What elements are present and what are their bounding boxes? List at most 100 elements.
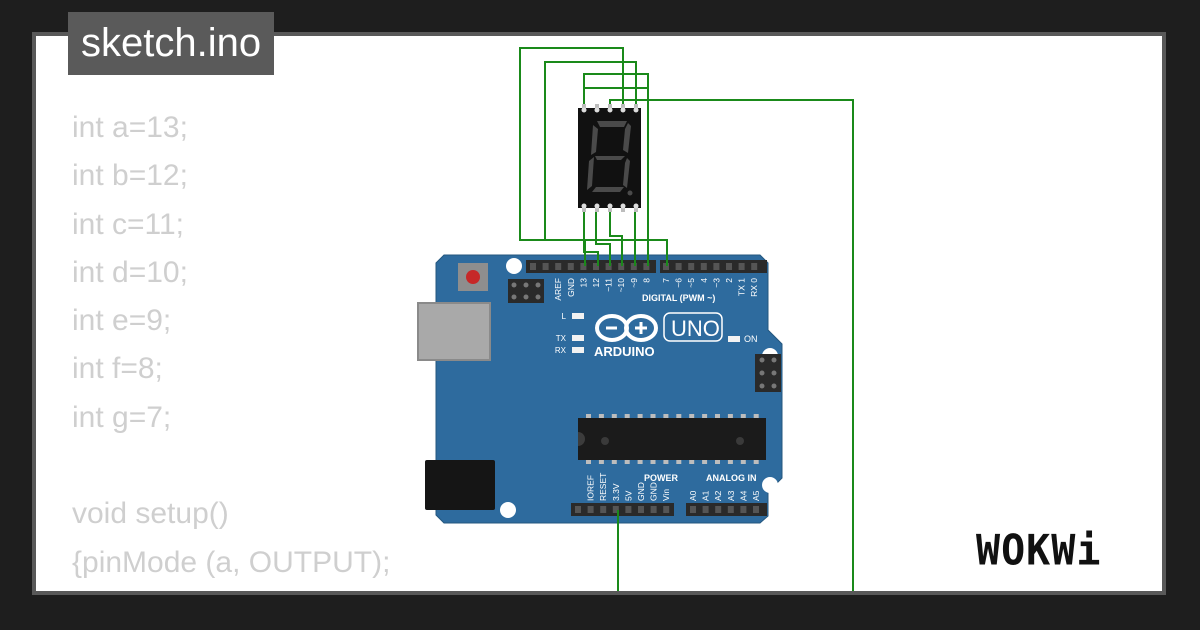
header-pin[interactable] <box>542 263 549 270</box>
segment-b <box>623 123 631 153</box>
code-line: int e=9; <box>72 304 172 338</box>
header-pin[interactable] <box>612 506 619 513</box>
header-pin[interactable] <box>600 506 607 513</box>
header-pin[interactable] <box>727 506 734 513</box>
code-line: int d=10; <box>72 255 188 289</box>
led-tx: TX <box>556 334 584 343</box>
mounting-hole <box>500 502 516 518</box>
pin-label: ~9 <box>629 278 639 288</box>
header-pin[interactable] <box>530 263 536 270</box>
code-line: {pinMode (a, OUTPUT); <box>72 545 391 579</box>
pin-label: 7 <box>661 278 671 283</box>
header-pin[interactable] <box>715 506 722 513</box>
header-pin[interactable] <box>650 506 657 513</box>
header-pin[interactable] <box>738 263 745 270</box>
pin-label: 5V <box>623 490 633 501</box>
segment-a <box>597 121 627 127</box>
header-pin[interactable] <box>675 263 682 270</box>
pin-label: 13 <box>578 278 588 288</box>
digital-header-label: DIGITAL (PWM ~) <box>642 293 715 303</box>
wire-c <box>595 208 611 266</box>
pin-label: GND <box>566 278 576 297</box>
analog-label: ANALOG IN <box>706 473 757 483</box>
header-pin[interactable] <box>567 263 574 270</box>
svg-text:ON: ON <box>744 334 758 344</box>
pin-label: ~10 <box>616 278 626 293</box>
code-line: int b=12; <box>72 159 188 193</box>
header-pin[interactable] <box>587 506 594 513</box>
header-pin[interactable] <box>618 263 625 270</box>
header-pin[interactable] <box>625 506 632 513</box>
power-analog-header[interactable] <box>571 503 767 516</box>
power-label: POWER <box>644 473 679 483</box>
icsp-header-right <box>755 354 781 392</box>
pin-label: A1 <box>701 490 711 501</box>
header-pin[interactable] <box>663 263 669 270</box>
power-jack <box>425 460 495 510</box>
pin-label: ~3 <box>711 278 721 288</box>
seven-segment-display[interactable] <box>578 104 641 212</box>
header-pin[interactable] <box>593 263 599 270</box>
led-rx: RX <box>555 346 584 355</box>
header-pin[interactable] <box>713 263 720 270</box>
pin-label: A0 <box>688 490 698 501</box>
header-pin[interactable] <box>690 506 696 513</box>
header-pin[interactable] <box>753 506 759 513</box>
header-pin[interactable] <box>702 506 709 513</box>
header-pin[interactable] <box>726 263 732 270</box>
header-pin[interactable] <box>555 263 562 270</box>
code-line: int f=8; <box>72 352 163 386</box>
code-line: void setup() <box>72 497 229 531</box>
pin-label: A2 <box>713 490 723 501</box>
mounting-hole <box>506 258 522 274</box>
segment-e <box>587 157 594 190</box>
header-pin[interactable] <box>740 506 747 513</box>
code-line: int g=7; <box>72 400 172 434</box>
led-l: L <box>562 312 584 321</box>
header-pin[interactable] <box>630 263 637 270</box>
svg-text:TX: TX <box>556 334 567 343</box>
mounting-hole <box>762 477 778 493</box>
header-pin[interactable] <box>575 506 581 513</box>
header-pin[interactable] <box>688 263 695 270</box>
header-pin[interactable] <box>638 506 644 513</box>
pin-label: IOREF <box>586 475 596 501</box>
wire-d <box>609 208 623 266</box>
wire-g-pin <box>545 239 668 266</box>
pin-label: ~5 <box>686 278 696 288</box>
arduino-logo-icon <box>595 314 658 342</box>
pin-label: RX 0 <box>749 278 759 297</box>
header-pin[interactable] <box>663 506 670 513</box>
segment-c <box>623 158 630 188</box>
pin-label: RESET <box>598 473 608 501</box>
code-line: int c=11; <box>72 207 185 241</box>
header-pin[interactable] <box>605 263 612 270</box>
pin-label: GND <box>649 482 659 501</box>
uno-label: UNO <box>671 316 720 341</box>
header-pin[interactable] <box>751 263 758 270</box>
digital-header[interactable] <box>526 260 767 273</box>
usb-connector <box>418 303 490 360</box>
atmega-chip <box>578 414 766 464</box>
segments <box>587 121 633 196</box>
file-tab[interactable]: sketch.ino <box>68 12 275 75</box>
code-editor[interactable]: int a=13; int b=12; int c=11; int d=10; … <box>72 104 391 591</box>
header-pin[interactable] <box>700 263 707 270</box>
pin-label: AREF <box>553 278 563 301</box>
segment-g <box>595 156 625 160</box>
pin-label: Vin <box>661 489 671 501</box>
pin-label: A3 <box>726 490 736 501</box>
code-line: int a=13; <box>72 111 188 144</box>
header-pin[interactable] <box>580 263 587 270</box>
segment-d <box>592 187 624 192</box>
svg-text:RX: RX <box>555 346 567 355</box>
pin-label: 12 <box>591 278 601 288</box>
header-pin[interactable] <box>643 263 650 270</box>
svg-text:L: L <box>562 312 567 321</box>
wire-g <box>544 61 637 240</box>
wire-f <box>583 87 649 266</box>
pin-label: 8 <box>641 278 651 283</box>
